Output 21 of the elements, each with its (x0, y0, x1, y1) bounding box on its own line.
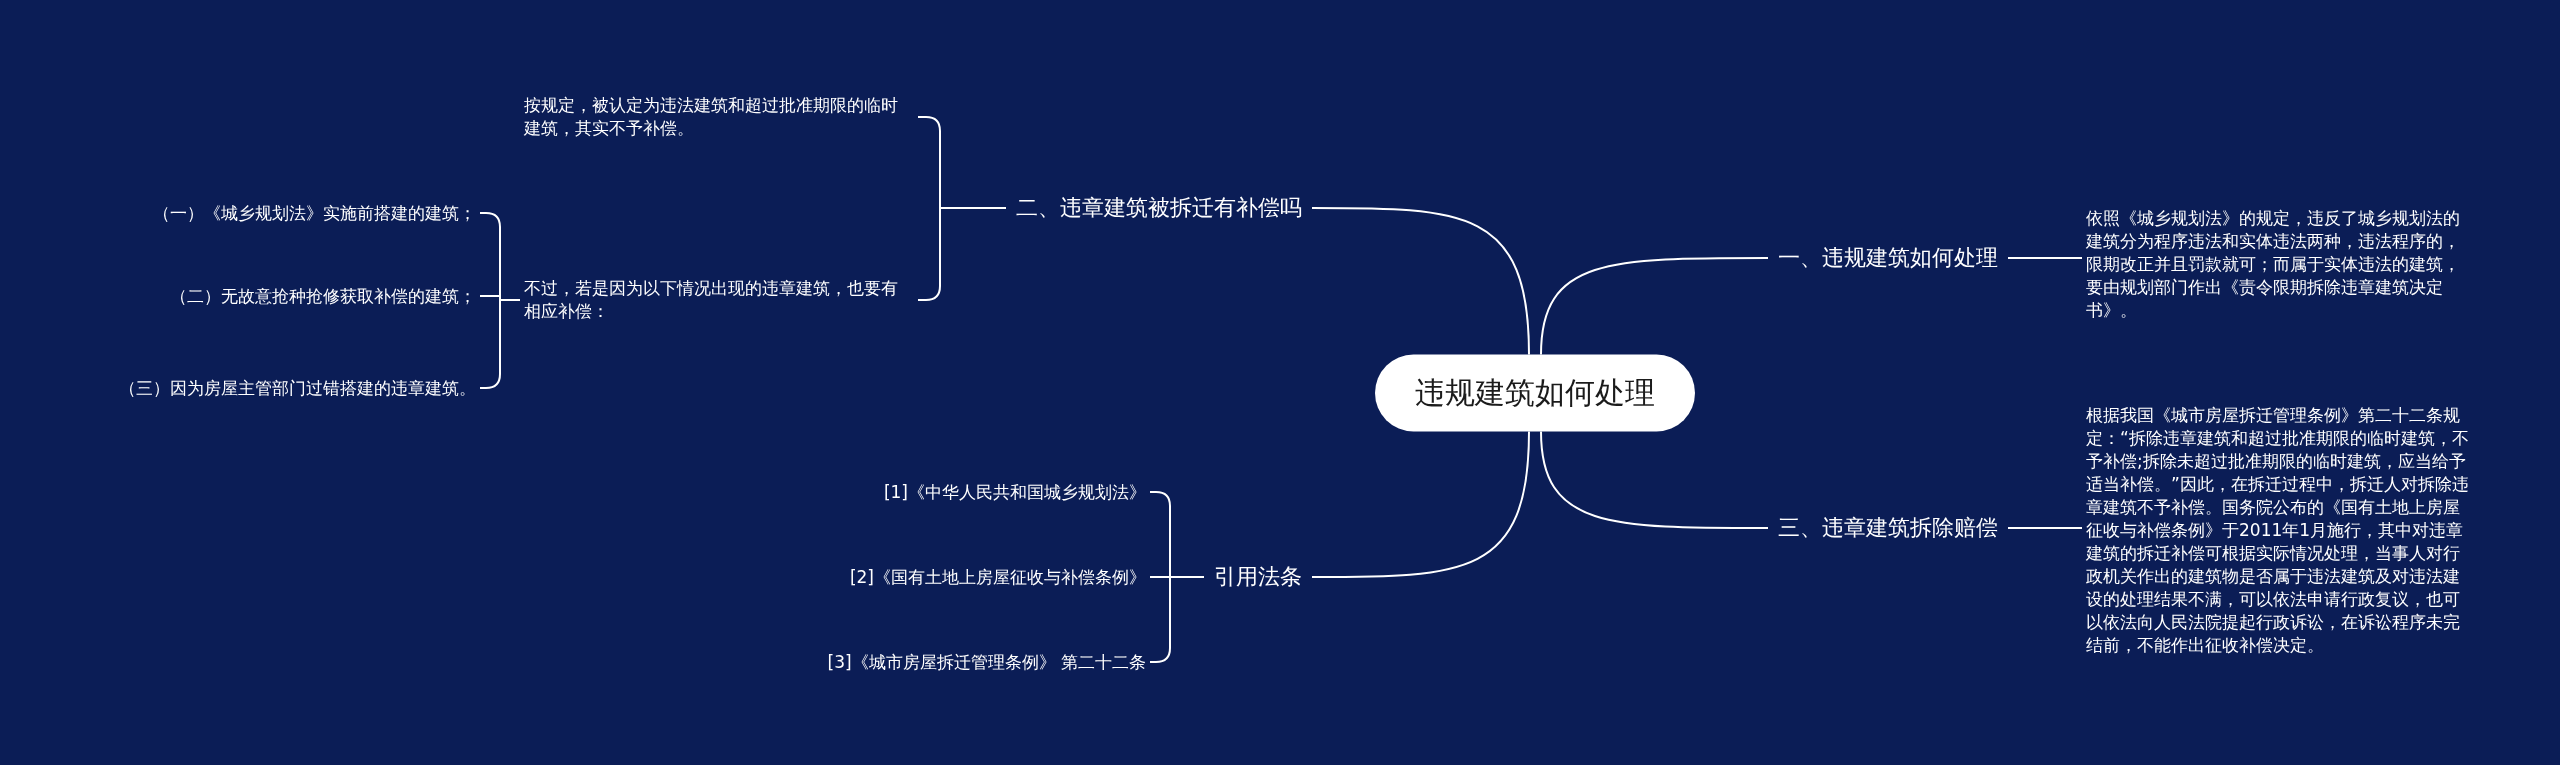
central-topic: 违规建筑如何处理 (1375, 354, 1695, 432)
branch-topic: 二、违章建筑被拆迁有补偿吗 (1006, 189, 1312, 227)
list-item: （二）无故意抢种抢修获取补偿的建筑； (60, 284, 480, 308)
list-item: （三）因为房屋主管部门过错搭建的违章建筑。 (90, 376, 480, 400)
branch-topic: 引用法条 (1204, 558, 1312, 596)
connector-line (1311, 207, 1530, 356)
connector-line (1540, 257, 1769, 356)
list-item: [2]《国有土地上房屋征收与补偿条例》 (730, 565, 1150, 589)
list-item: [3]《城市房屋拆迁管理条例》 第二十二条 (710, 650, 1150, 674)
connector-line (2007, 527, 2083, 529)
connector-line (2007, 257, 2083, 259)
branch-topic: 一、违规建筑如何处理 (1768, 239, 2008, 277)
branch-topic: 三、违章建筑拆除赔偿 (1768, 509, 2008, 547)
connector-line (1540, 430, 1769, 529)
list-item: [1]《中华人民共和国城乡规划法》 (730, 480, 1150, 504)
note-text: 不过，若是因为以下情况出现的违章建筑，也要有相应补偿： (520, 277, 918, 323)
note-text: 依照《城乡规划法》的规定，违反了城乡规划法的建筑分为程序违法和实体违法两种，违法程序的，限期改正并且罚款就可；而属于实体违法的建筑，要由规划部门作出《责令限期拆除违章建筑决定书》。 (2082, 206, 2480, 322)
note-text: 根据我国《城市房屋拆迁管理条例》第二十二条规定：“拆除违章建筑和超过批准期限的临时建筑，不予补偿;拆除未超过批准期限的临时建筑，应当给予适当补偿。”因此，在拆迁过程中，拆迁人对拆除违章建筑不予补偿。国务院公布的《国有土地上房屋征收与补偿条例》于2011年1月施行，其中对违章建筑的拆迁补偿可根据实际情况处理，当事人对行政机关作出的建筑物是否属于违法建筑及对违法建设的处理结果不满，可以依法申请行政复议，也可以依法向人民法院提起行政诉讼，在诉讼程序未完结前，不能作出征收补偿决定。 (2082, 403, 2480, 657)
list-item: （一）《城乡规划法》实施前搭建的建筑； (60, 201, 480, 225)
note-text: 按规定，被认定为违法建筑和超过批准期限的临时建筑，其实不予补偿。 (520, 94, 918, 140)
connector-line (1311, 430, 1530, 578)
